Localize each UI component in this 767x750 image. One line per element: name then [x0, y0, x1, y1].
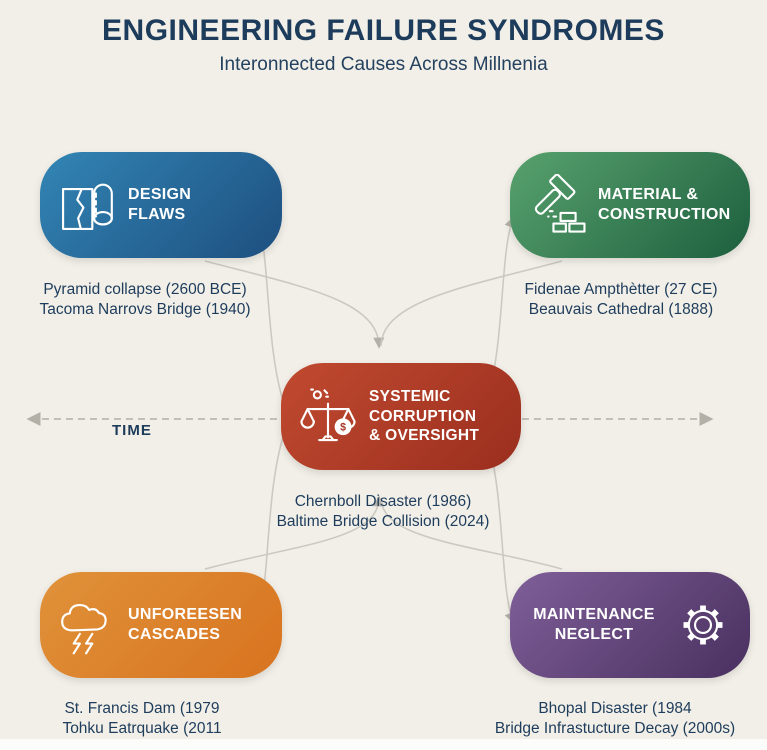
hammer-bricks-icon — [526, 173, 588, 236]
node-connector-curves — [204, 216, 563, 624]
storm-cloud-icon — [56, 594, 118, 656]
caption-line: Bridge Infrastucture Decay (2000s) — [494, 720, 736, 738]
svg-text:$: $ — [340, 421, 346, 433]
blueprint-crack-icon — [56, 174, 118, 236]
node-material-construction: MATERIAL & CONSTRUCTION — [510, 152, 750, 258]
node-label: UNFOREESEN CASCADES — [128, 606, 243, 643]
caption-line: St. Francis Dam (1979 — [64, 700, 220, 717]
caption-maintenance-neglect: Bhopal Disaster (1984 Bridge Infrastuctu… — [475, 699, 755, 740]
caption-systemic-corruption: Chernboll Disaster (1986) Baltime Bridge… — [243, 492, 523, 533]
page-title: ENGINEERING FAILURE SYNDROMES — [102, 14, 665, 47]
node-design-flaws: DESIGN FLAWS — [40, 152, 282, 258]
header: ENGINEERING FAILURE SYNDROMES Interonnec… — [0, 14, 767, 76]
caption-line: Tohku Eatrquake (2011 — [62, 720, 222, 738]
caption-line: Baltime Bridge Collision (2024) — [276, 513, 490, 531]
node-label: MATERIAL & CONSTRUCTION — [598, 186, 731, 223]
caption-line: Tacoma Narrovs Bridge (1940) — [39, 301, 251, 319]
caption-line: Beauvais Cathedral (1888) — [528, 301, 714, 319]
node-label: DESIGN FLAWS — [128, 186, 192, 223]
caption-line: Pyramid collapse (2600 BCE) — [43, 281, 247, 298]
footer-strip — [0, 739, 767, 750]
node-unforeseen-cascades: UNFOREESEN CASCADES — [40, 572, 282, 678]
node-label: SYSTEMIC CORRUPTION & OVERSIGHT — [369, 388, 480, 445]
caption-line: Chernboll Disaster (1986) — [294, 493, 472, 510]
caption-line: Bhopal Disaster (1984 — [538, 700, 692, 717]
node-maintenance-neglect: MAINTENANCE NEGLECT — [510, 572, 750, 678]
caption-unforeseen-cascades: St. Francis Dam (1979 Tohku Eatrquake (2… — [2, 699, 282, 740]
page-subtitle: Interonnected Causes Across Millnenia — [219, 54, 548, 75]
caption-line: Fidenae Ampthètter (27 CE) — [524, 281, 718, 298]
scales-money-icon: $ — [297, 386, 359, 448]
time-axis-label: TIME — [112, 422, 152, 439]
caption-material-construction: Fidenae Ampthètter (27 CE) Beauvais Cath… — [481, 280, 761, 321]
caption-design-flaws: Pyramid collapse (2600 BCE) Tacoma Narro… — [5, 280, 285, 321]
gear-icon — [672, 594, 734, 656]
node-label: MAINTENANCE NEGLECT — [533, 606, 655, 643]
node-systemic-corruption: $ SYSTEMIC CORRUPTION & OVERSIGHT — [281, 363, 521, 470]
